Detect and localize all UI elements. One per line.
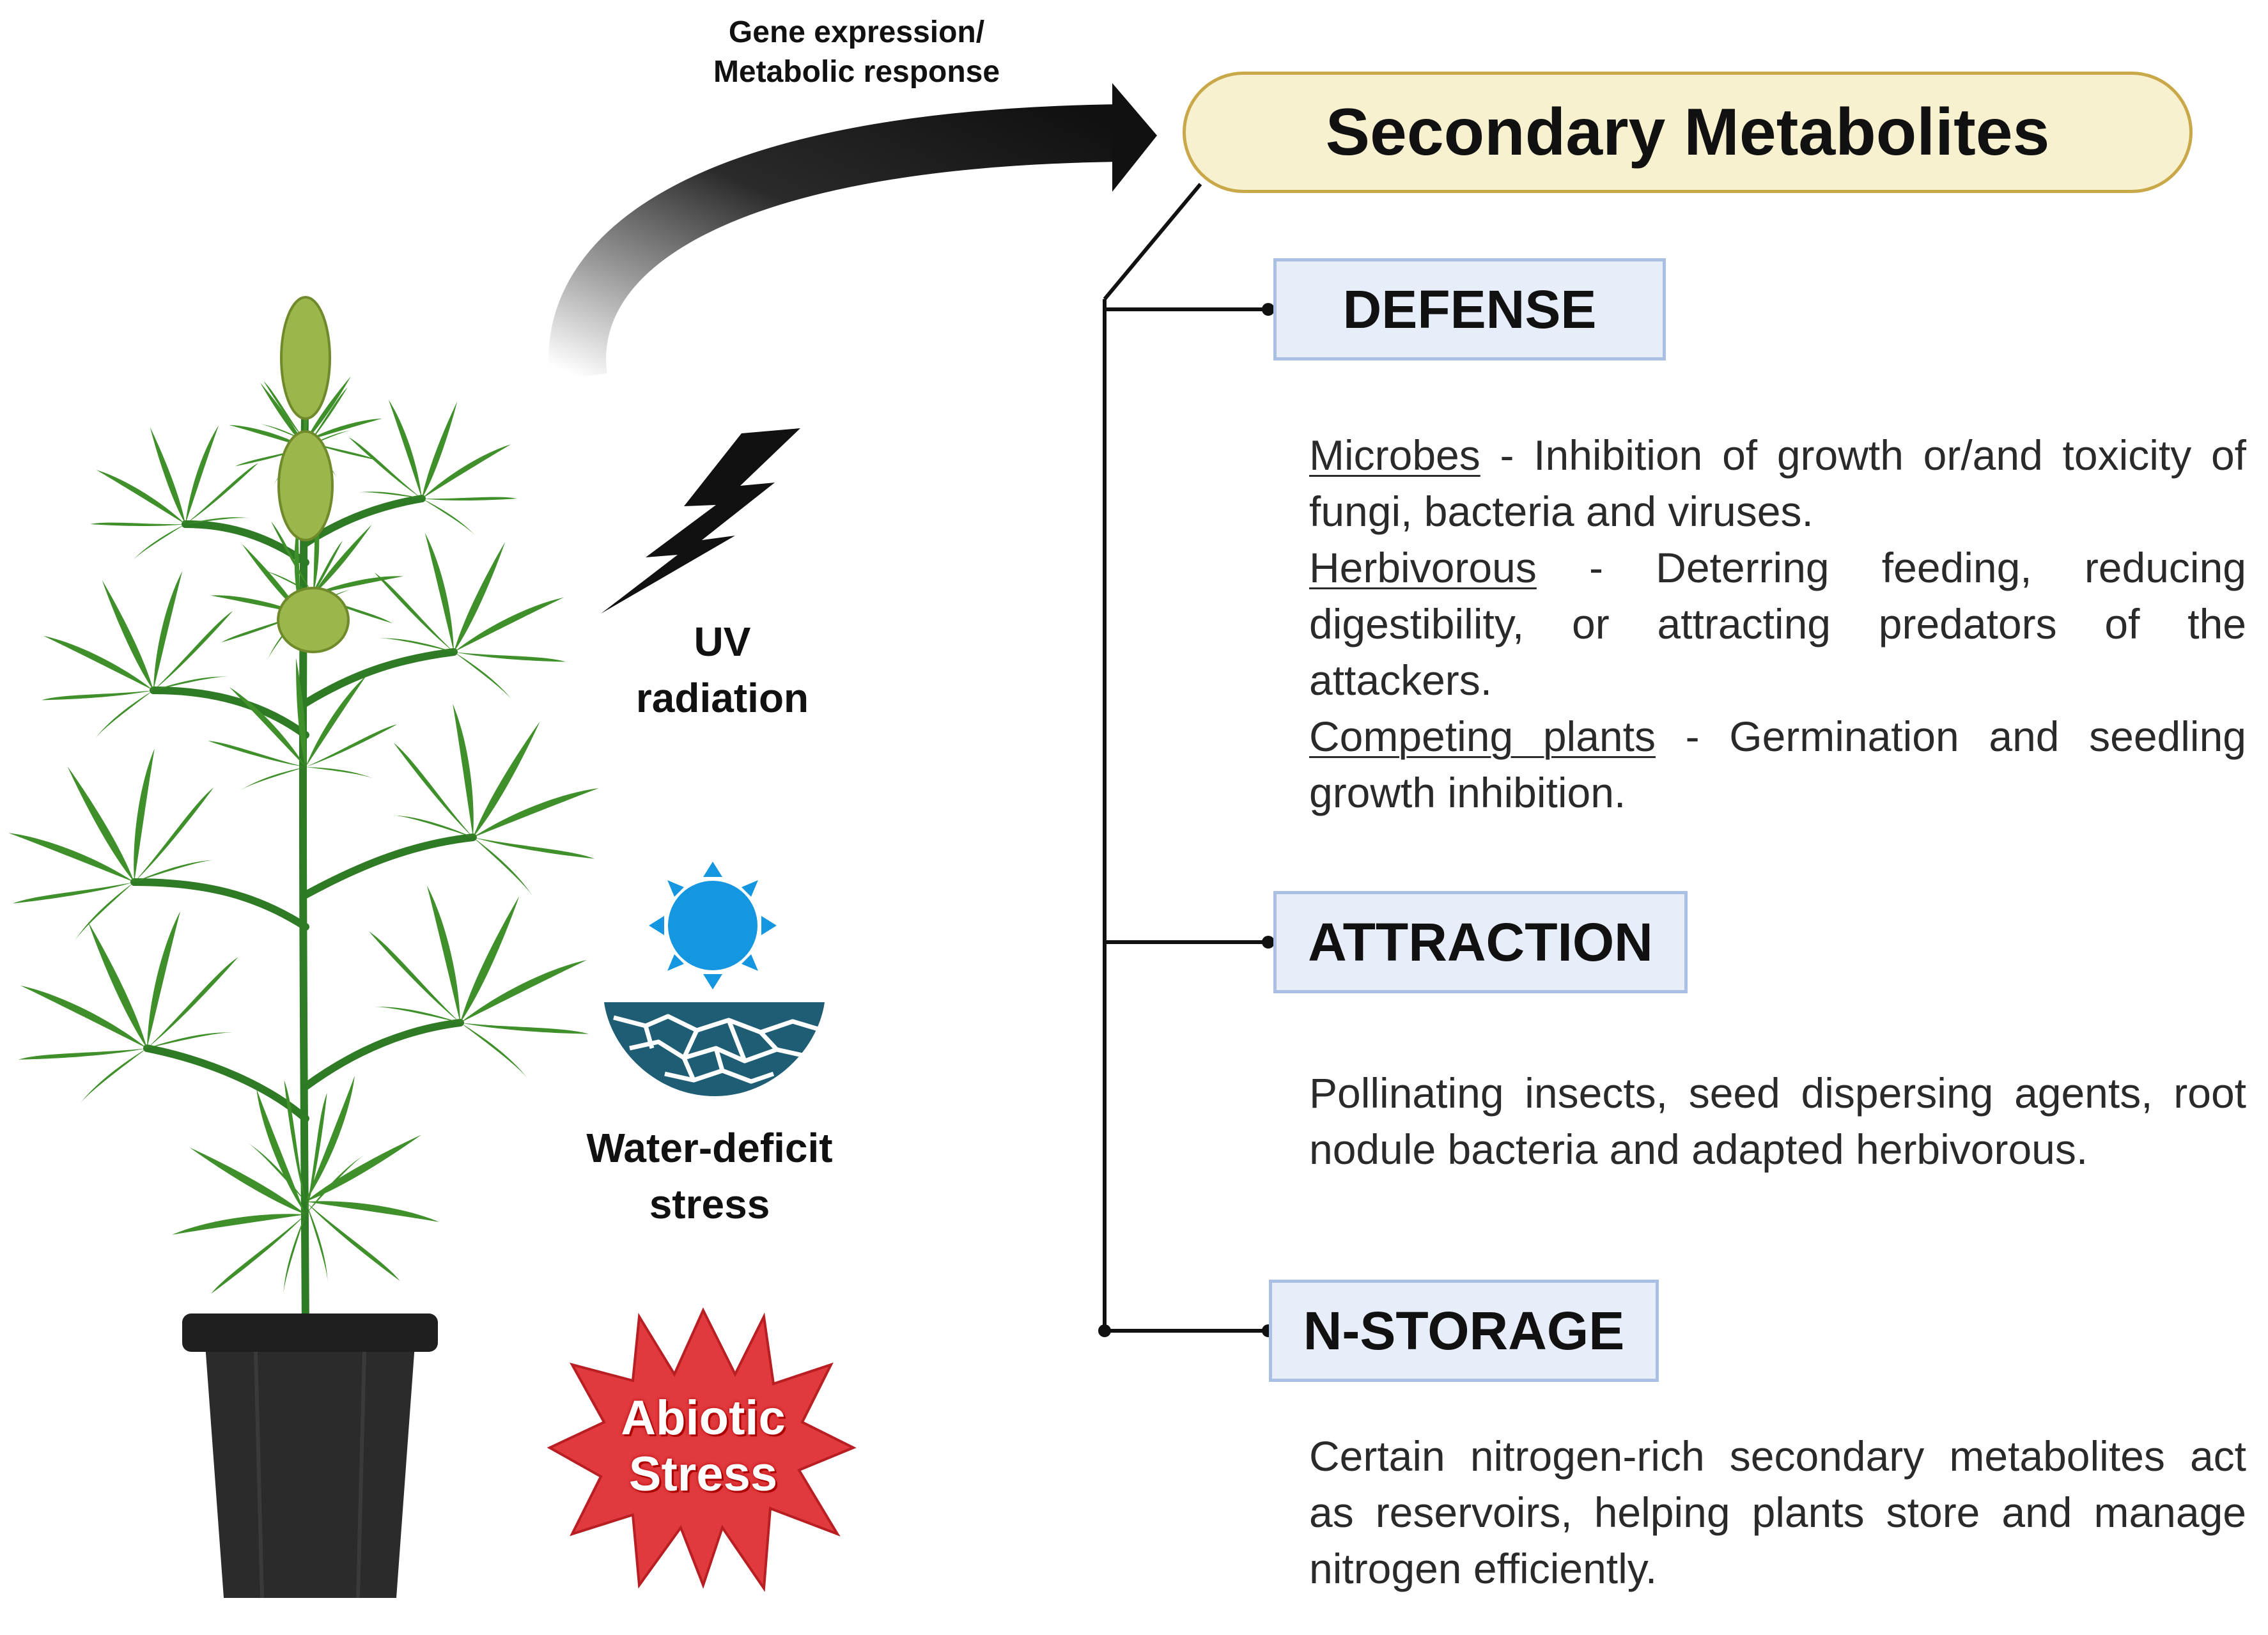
water-label-line2: stress xyxy=(649,1181,770,1227)
abiotic-label-line2: Stress xyxy=(628,1447,778,1501)
defense-item-microbes: Microbes - Inhibition of growth or/and t… xyxy=(1309,427,2246,539)
abiotic-label-line1: Abiotic xyxy=(621,1391,786,1445)
uv-label-line2: radiation xyxy=(635,675,809,721)
attraction-description: Pollinating insects, seed dispersing age… xyxy=(1309,1065,2246,1177)
bracket-connector xyxy=(1103,183,1272,1333)
attraction-box: ATTRACTION xyxy=(1273,891,1688,993)
defense-text-herbivorous: - Deterring feeding, reducing digestibil… xyxy=(1309,544,2246,704)
uv-radiation-label: UV radiation xyxy=(594,614,850,726)
n-storage-label: N-STORAGE xyxy=(1303,1300,1625,1361)
cracked-soil-icon xyxy=(604,1002,825,1096)
defense-item-competing-plants: Competing plants - Germination and seedl… xyxy=(1309,708,2246,821)
defense-description: Microbes - Inhibition of growth or/and t… xyxy=(1309,427,2246,821)
defense-term-herbivorous: Herbivorous xyxy=(1309,544,1537,591)
defense-term-competing-plants: Competing plants xyxy=(1309,713,1656,760)
defense-term-microbes: Microbes xyxy=(1309,431,1480,479)
defense-box: DEFENSE xyxy=(1273,258,1666,360)
potted-plant-illustration xyxy=(0,296,641,1599)
n-storage-box: N-STORAGE xyxy=(1269,1280,1659,1382)
abiotic-starburst-icon xyxy=(547,1307,857,1592)
sun-icon xyxy=(649,862,777,989)
water-deficit-label: Water-deficit stress xyxy=(563,1120,857,1232)
title-secondary-metabolites: Secondary Metabolites xyxy=(1183,72,2193,193)
defense-item-herbivorous: Herbivorous - Deterring feeding, reducin… xyxy=(1309,539,2246,708)
arrow-label-line1: Gene expression/ xyxy=(728,15,985,49)
uv-label-line1: UV xyxy=(694,619,751,665)
arrow-label: Gene expression/ Metabolic response xyxy=(690,13,1023,92)
arrow-label-line2: Metabolic response xyxy=(713,55,1000,89)
attraction-text: Pollinating insects, seed dispersing age… xyxy=(1309,1069,2246,1173)
abiotic-stress-label: Abiotic Stress xyxy=(563,1390,844,1503)
connector-dots xyxy=(1098,303,1275,1337)
n-storage-text: Certain nitrogen-rich secondary metaboli… xyxy=(1309,1432,2246,1592)
gene-expression-arrow xyxy=(548,83,1157,381)
water-label-line1: Water-deficit xyxy=(586,1125,833,1171)
attraction-label: ATTRACTION xyxy=(1308,911,1653,972)
defense-text-microbes: - Inhibition of growth or/and toxicity o… xyxy=(1309,431,2246,535)
lightning-bolt-icon xyxy=(601,428,800,614)
defense-label: DEFENSE xyxy=(1342,279,1597,339)
defense-text-competing-plants: - Germination and seedling growth inhibi… xyxy=(1309,713,2246,816)
n-storage-description: Certain nitrogen-rich secondary metaboli… xyxy=(1309,1428,2246,1597)
title-text: Secondary Metabolites xyxy=(1325,95,2050,169)
